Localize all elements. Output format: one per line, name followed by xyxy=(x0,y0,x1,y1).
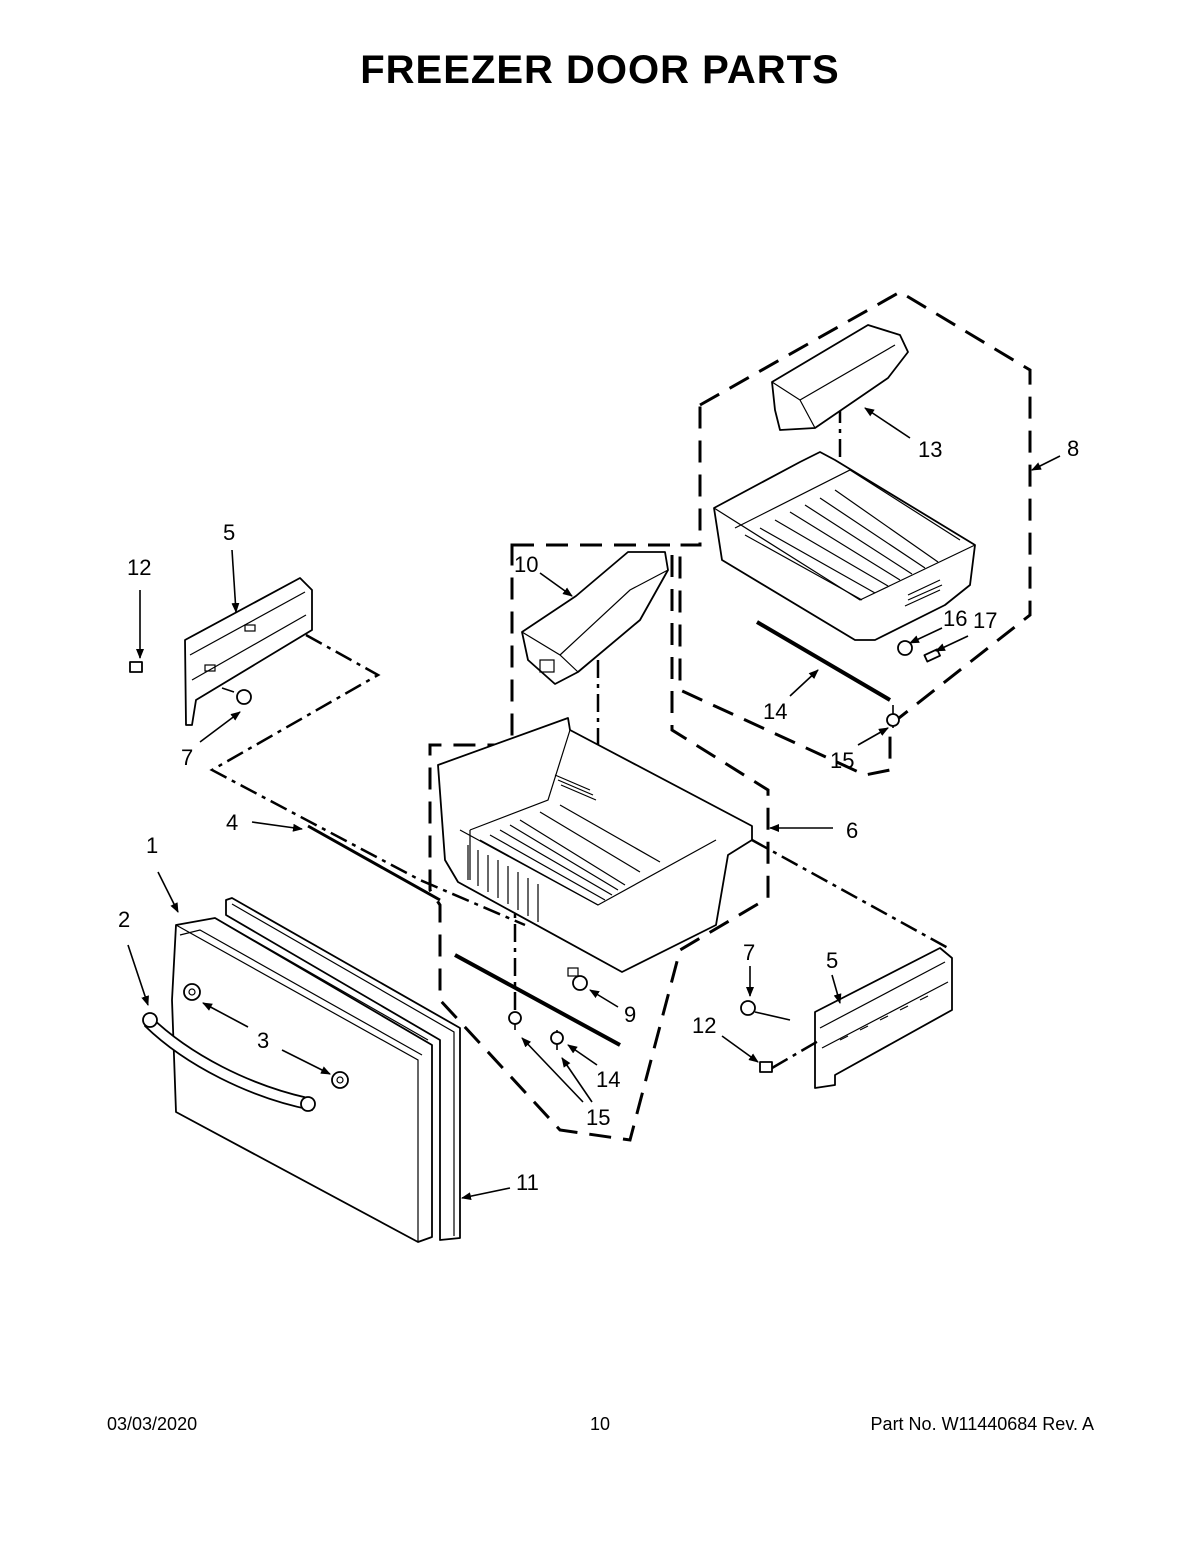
slide-rail-part-right xyxy=(814,947,953,1089)
footer-page-number: 10 xyxy=(589,1414,611,1434)
footer-date: 03/03/2020 xyxy=(107,1414,198,1434)
callout-14-lower: 14 xyxy=(596,1067,620,1092)
freezer-bin-part xyxy=(521,551,669,685)
basket-rail-part-upper xyxy=(755,620,892,702)
callout-2: 2 xyxy=(118,907,130,932)
callout-9: 9 xyxy=(624,1002,636,1027)
callout-7-right: 7 xyxy=(743,940,755,965)
slide-alignment-line-left xyxy=(209,633,526,927)
callout-17: 17 xyxy=(973,608,997,633)
drawer-rail-part-lower xyxy=(454,953,621,1047)
callout-7-left: 7 xyxy=(181,745,193,770)
callout-16: 16 xyxy=(943,606,967,631)
callout-8: 8 xyxy=(1067,436,1079,461)
callout-3: 3 xyxy=(257,1028,269,1053)
handle-stud-part-upper xyxy=(183,983,201,1001)
upper-basket-part xyxy=(713,451,976,641)
callout-10: 10 xyxy=(514,552,538,577)
callout-15-upper: 15 xyxy=(830,748,854,773)
callout-1: 1 xyxy=(146,833,158,858)
callout-6: 6 xyxy=(846,818,858,843)
drawer-screw-part-lower-b xyxy=(550,1030,564,1050)
basket-screw-part-upper xyxy=(886,705,900,728)
slide-rail-part-left xyxy=(184,577,313,726)
stop-clip-part xyxy=(567,967,588,991)
handle-stud-part-lower xyxy=(331,1071,349,1089)
callout-5-right: 5 xyxy=(826,948,838,973)
wheel-part xyxy=(897,640,913,656)
page-title: FREEZER DOOR PARTS xyxy=(360,48,840,92)
stabilizer-rod-part xyxy=(307,824,441,902)
small-bin-part xyxy=(771,324,909,431)
leader-arrows xyxy=(127,407,1061,1201)
screw-part-left xyxy=(221,687,252,705)
slide-alignment-line-right xyxy=(751,838,949,950)
footer-part-number: Part No. W11440684 Rev. A xyxy=(870,1414,1094,1434)
callout-5-left: 5 xyxy=(223,520,235,545)
door-handle-part xyxy=(142,1012,316,1112)
drawer-screw-part-lower-a xyxy=(508,1011,522,1030)
callout-4: 4 xyxy=(226,810,238,835)
callout-11: 11 xyxy=(516,1170,539,1195)
axle-pin-part xyxy=(923,648,941,663)
callout-15-lower: 15 xyxy=(586,1105,610,1130)
freezer-drawer-part xyxy=(437,717,753,973)
bumper-part-right xyxy=(759,1061,773,1073)
group-8-boundary xyxy=(678,290,1032,777)
screw-part-right xyxy=(740,1000,791,1021)
callout-12-left: 12 xyxy=(127,555,151,580)
callout-12-right: 12 xyxy=(692,1013,716,1038)
door-panel-part xyxy=(171,917,433,1243)
door-gasket-part xyxy=(225,897,461,1241)
group-6-boundary xyxy=(428,543,770,1142)
callout-13: 13 xyxy=(918,437,942,462)
callout-14-upper: 14 xyxy=(763,699,787,724)
bumper-alignment-line-right xyxy=(771,1038,821,1070)
bumper-part-left xyxy=(129,661,143,673)
